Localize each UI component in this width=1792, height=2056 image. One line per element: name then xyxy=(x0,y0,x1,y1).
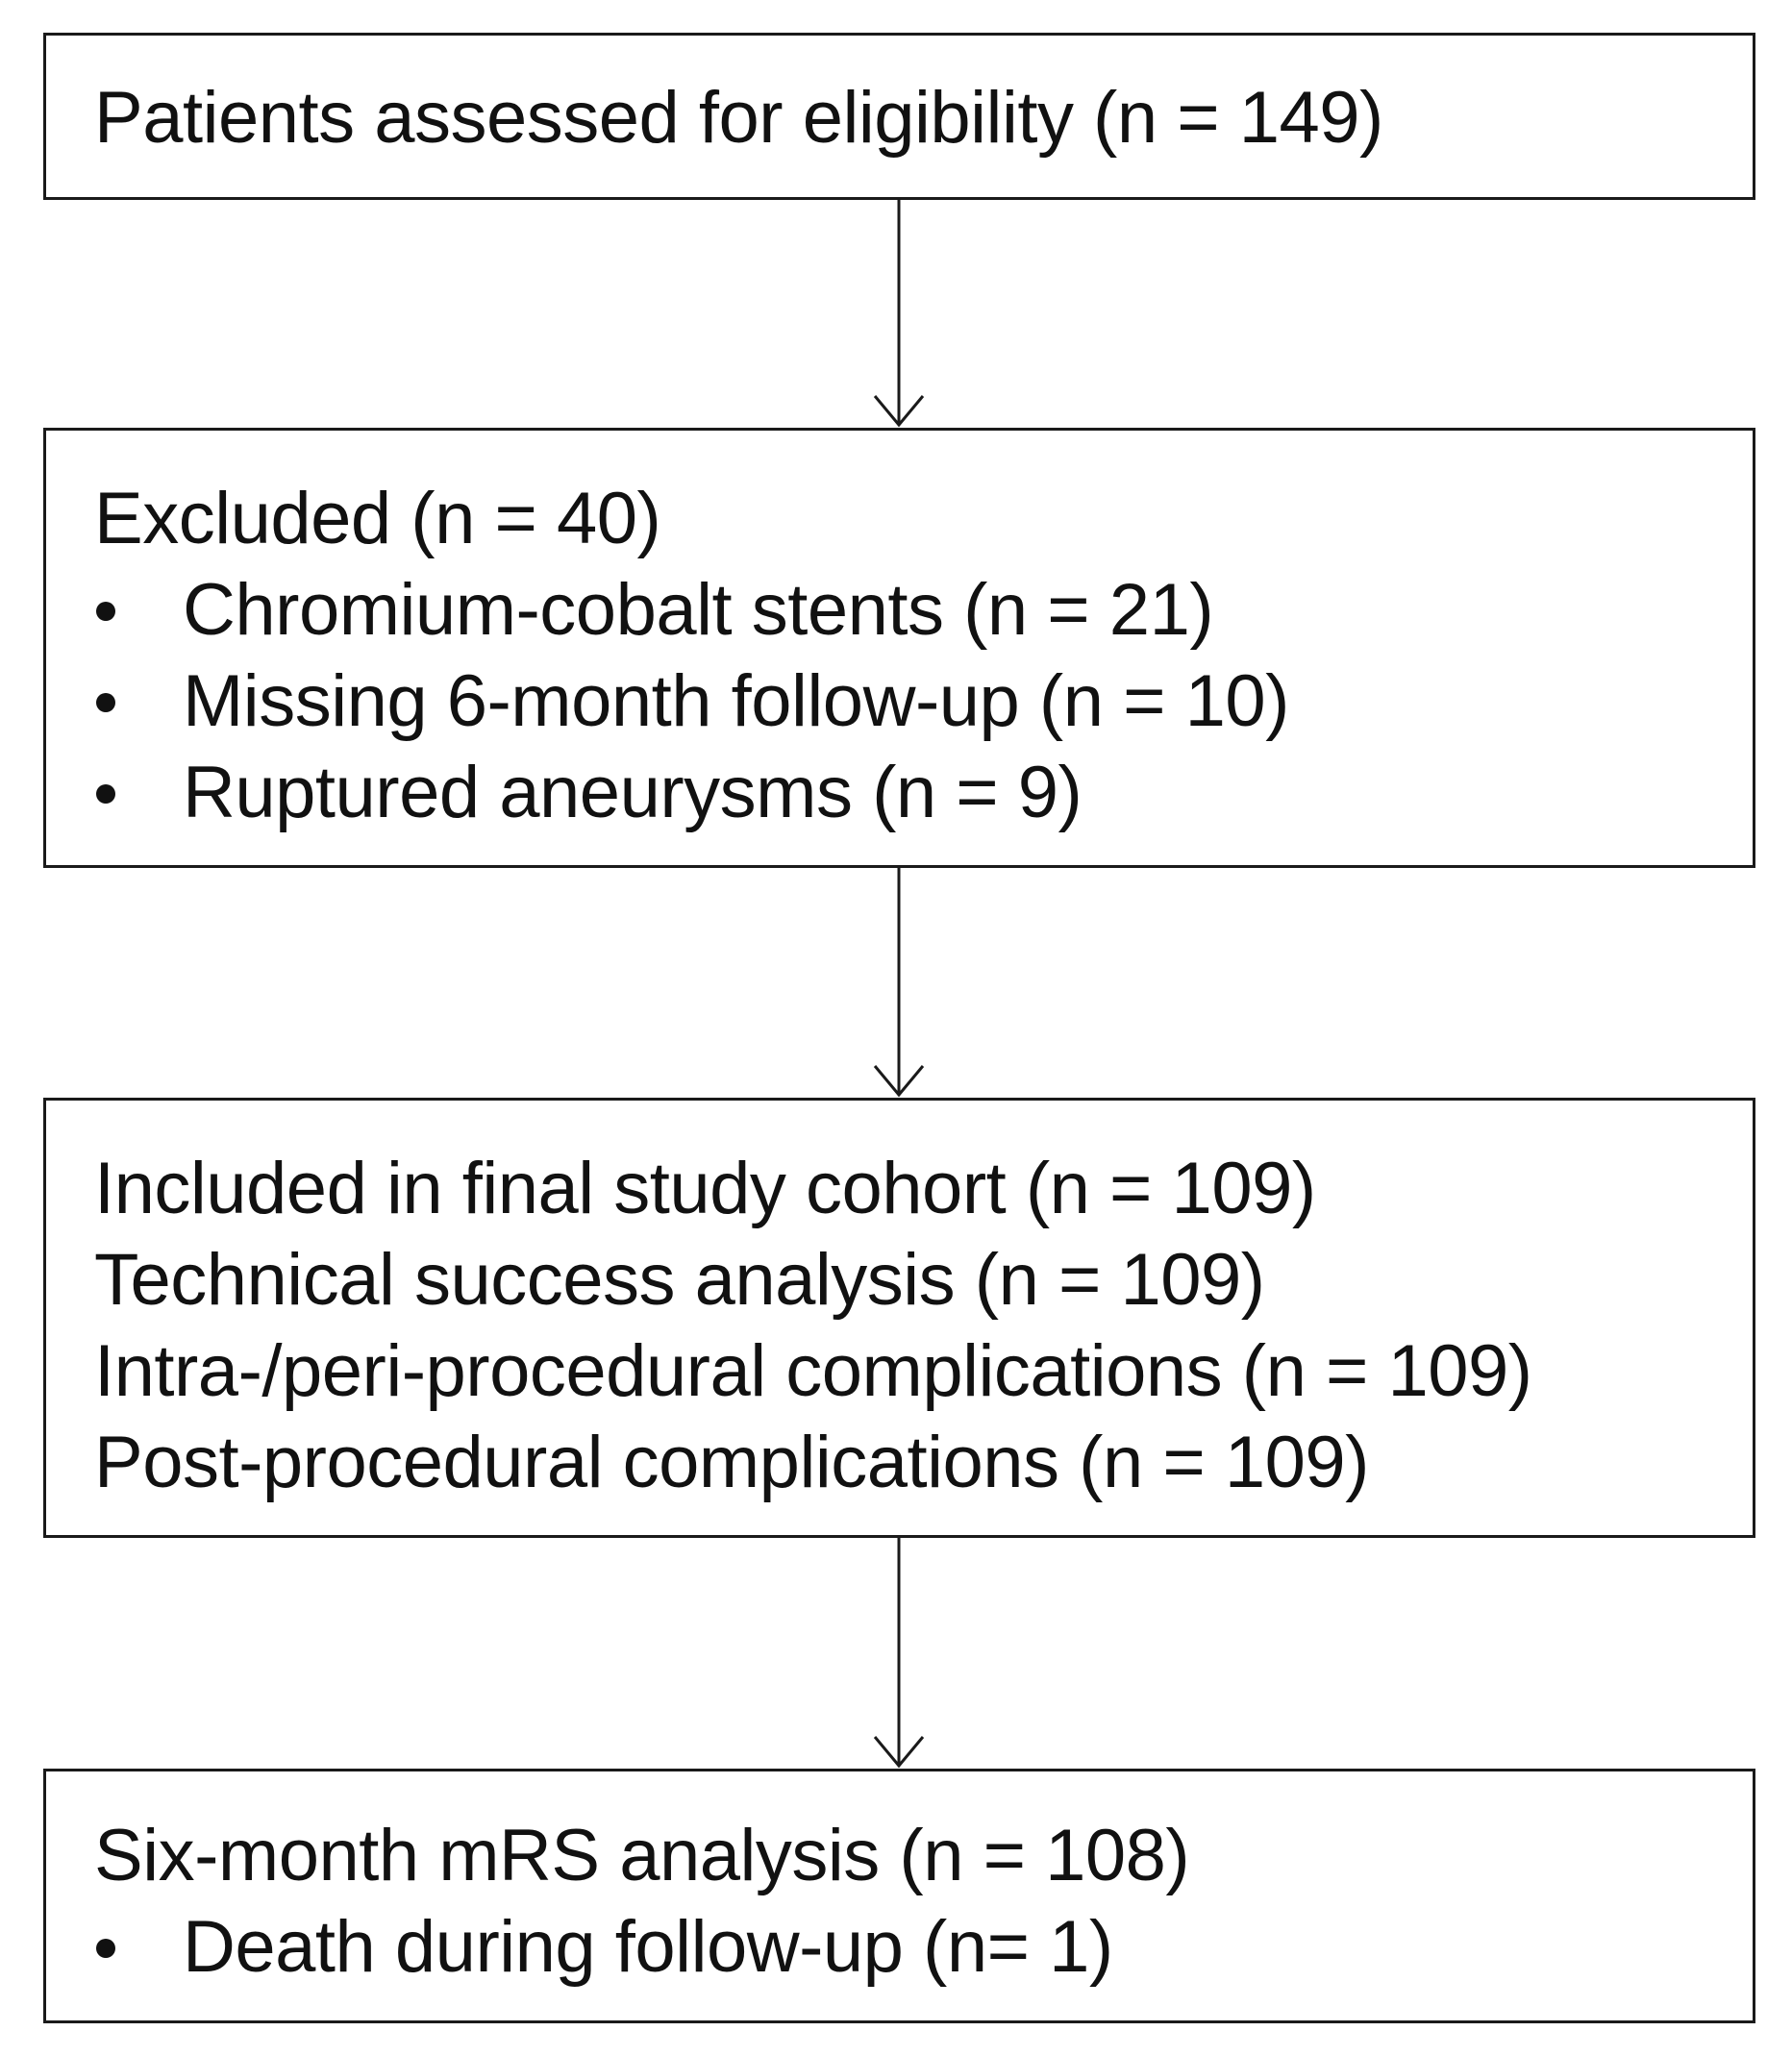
eligibility-text: Patients assessed for eligibility (n = 1… xyxy=(94,77,1383,159)
arrow-3-head xyxy=(873,1736,925,1769)
technical-success-text: Technical success analysis (n = 109) xyxy=(94,1239,1265,1321)
arrow-2-head xyxy=(873,1065,925,1098)
included-cohort-text: Included in final study cohort (n = 109) xyxy=(94,1148,1316,1229)
excluded-bullet-text: Chromium-cobalt stents (n = 21) xyxy=(183,569,1214,651)
excluded-box-content: Excluded (n = 40) Chromium-cobalt stents… xyxy=(94,431,1753,838)
arrow-2 xyxy=(873,868,925,1098)
mrs-analysis-text: Six-month mRS analysis (n = 108) xyxy=(94,1815,1190,1896)
excluded-box: Excluded (n = 40) Chromium-cobalt stents… xyxy=(43,428,1755,868)
bullet-dot-icon xyxy=(96,784,115,804)
mrs-bullet-text: Death during follow-up (n= 1) xyxy=(183,1906,1113,1988)
eligibility-box-content: Patients assessed for eligibility (n = 1… xyxy=(94,36,1753,163)
post-procedural-complications-text: Post-procedural complications (n = 109) xyxy=(94,1422,1369,1503)
excluded-bullet-text: Missing 6-month follow-up (n = 10) xyxy=(183,660,1289,742)
excluded-heading: Excluded (n = 40) xyxy=(94,478,661,559)
included-box-content: Included in final study cohort (n = 109)… xyxy=(94,1101,1753,1508)
excluded-bullet-item: Missing 6-month follow-up (n = 10) xyxy=(94,656,1753,747)
mrs-analysis-box: Six-month mRS analysis (n = 108) Death d… xyxy=(43,1769,1755,2023)
mrs-analysis-box-content: Six-month mRS analysis (n = 108) Death d… xyxy=(94,1771,1753,1993)
bullet-dot-icon xyxy=(96,1939,115,1958)
excluded-bullet-item: Chromium-cobalt stents (n = 21) xyxy=(94,564,1753,656)
excluded-bullet-item: Ruptured aneurysms (n = 9) xyxy=(94,747,1753,838)
mrs-bullet-item: Death during follow-up (n= 1) xyxy=(94,1901,1753,1993)
eligibility-box: Patients assessed for eligibility (n = 1… xyxy=(43,33,1755,200)
bullet-dot-icon xyxy=(96,693,115,712)
intra-peri-complications-text: Intra-/peri-procedural complications (n … xyxy=(94,1330,1532,1412)
arrow-3 xyxy=(873,1538,925,1769)
arrow-1-head xyxy=(873,395,925,428)
arrow-1 xyxy=(873,200,925,428)
excluded-bullet-text: Ruptured aneurysms (n = 9) xyxy=(183,752,1083,833)
included-box: Included in final study cohort (n = 109)… xyxy=(43,1098,1755,1538)
bullet-dot-icon xyxy=(96,602,115,621)
